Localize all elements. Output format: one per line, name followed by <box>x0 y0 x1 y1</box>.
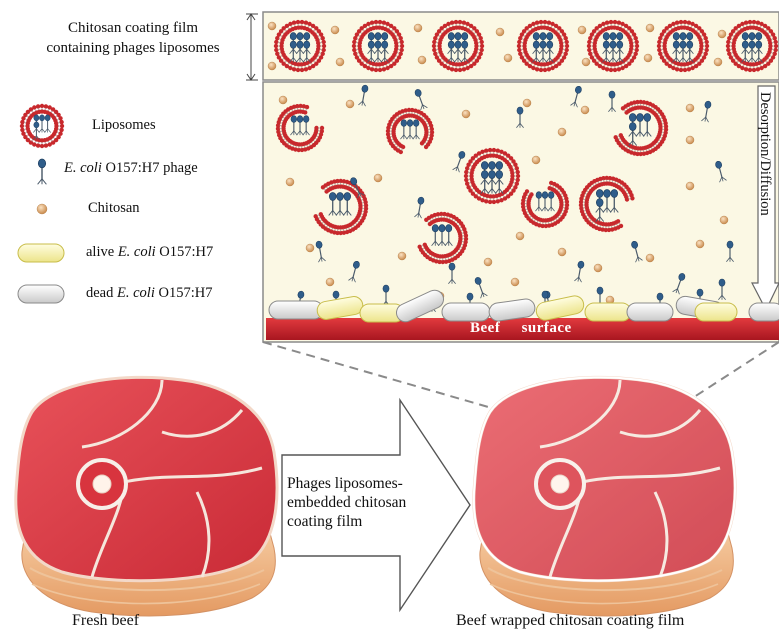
liposome <box>20 104 64 148</box>
liposome <box>464 148 520 204</box>
legend-phage: E. coli O157:H7 phage <box>64 160 198 177</box>
chitosan-particle <box>462 110 470 118</box>
dead-bacterium <box>442 303 490 321</box>
chitosan-particle <box>496 28 504 36</box>
chitosan-particle <box>286 178 294 186</box>
desorption-label: Desorption/Diffusion <box>756 92 773 216</box>
dead-bacterium <box>627 303 673 321</box>
liposome <box>657 20 709 72</box>
alive-bacterium <box>585 303 631 321</box>
chitosan-particle <box>718 30 726 38</box>
dead-bacterium <box>269 301 323 319</box>
chitosan-particle <box>279 96 287 104</box>
chitosan-particle <box>578 26 586 34</box>
chitosan-particle <box>484 258 492 266</box>
process-arrow-label: Phages liposomes- embedded chitosan coat… <box>287 474 407 531</box>
liposome <box>517 20 569 72</box>
chitosan-particle <box>516 232 524 240</box>
chitosan-particle <box>686 104 694 112</box>
chitosan-particle <box>644 54 652 62</box>
legend-dead-strain: O157:H7 <box>155 285 213 301</box>
legend-dead: dead E. coli O157:H7 <box>86 285 212 302</box>
process-arrow-line-3: coating film <box>287 512 407 531</box>
legend-chitosan: Chitosan <box>88 200 140 217</box>
liposome <box>274 20 326 72</box>
chitosan-particle <box>686 136 694 144</box>
liposome <box>726 20 778 72</box>
chitosan-particle <box>558 248 566 256</box>
dead-bacterium <box>18 285 64 303</box>
process-arrow-line-2: embedded chitosan <box>287 493 407 512</box>
legend-alive-strain: O157:H7 <box>156 244 214 260</box>
chitosan-particle <box>374 174 382 182</box>
legend-liposomes: Liposomes <box>92 117 156 134</box>
liposome <box>352 20 404 72</box>
dead-bacterium <box>749 303 779 321</box>
chitosan-particle <box>37 204 47 214</box>
wrapped-beef-image <box>474 377 735 616</box>
chitosan-particle <box>306 244 314 252</box>
film-label-line-1: Chitosan coating film <box>8 18 258 38</box>
chitosan-particle <box>646 254 654 262</box>
legend-phage-strain: O157:H7 phage <box>102 160 198 176</box>
chitosan-particle <box>414 24 422 32</box>
chitosan-particle <box>594 264 602 272</box>
chitosan-particle <box>646 24 654 32</box>
legend-alive-species: E. coli <box>118 244 156 260</box>
chitosan-particle <box>326 278 334 286</box>
caption-fresh-beef: Fresh beef <box>72 612 139 630</box>
chitosan-particle <box>511 278 519 286</box>
chitosan-particle <box>558 128 566 136</box>
process-arrow-line-1: Phages liposomes- <box>287 474 407 493</box>
chitosan-particle <box>581 106 589 114</box>
alive-bacterium <box>695 303 737 321</box>
chitosan-particle <box>696 240 704 248</box>
chitosan-particle <box>418 56 426 64</box>
chitosan-particle <box>582 58 590 66</box>
fresh-beef-image <box>16 377 277 616</box>
chitosan-particle <box>268 62 276 70</box>
chitosan-particle <box>504 54 512 62</box>
legend-dead-prefix: dead <box>86 285 117 301</box>
chitosan-particle <box>720 216 728 224</box>
phage-particle <box>45 115 51 133</box>
chitosan-particle <box>398 252 406 260</box>
chitosan-particle <box>523 99 531 107</box>
chitosan-particle <box>714 58 722 66</box>
chitosan-particle <box>336 58 344 66</box>
chitosan-particle <box>532 156 540 164</box>
phage-particle <box>38 159 47 184</box>
legend-alive: alive E. coli O157:H7 <box>86 244 213 261</box>
legend-dead-species: E. coli <box>117 285 155 301</box>
liposome <box>587 20 639 72</box>
alive-bacterium <box>18 244 64 262</box>
film-label-line-2: containing phages liposomes <box>8 38 258 58</box>
legend-alive-prefix: alive <box>86 244 118 260</box>
caption-wrapped-beef: Beef wrapped chitosan coating film <box>456 612 684 630</box>
beef-surface-label: Beef surface <box>470 320 572 337</box>
chitosan-particle <box>331 26 339 34</box>
film-label: Chitosan coating film containing phages … <box>8 18 258 58</box>
legend-phage-species: E. coli <box>64 160 102 176</box>
chitosan-particle <box>268 22 276 30</box>
chitosan-particle <box>686 182 694 190</box>
liposome <box>432 20 484 72</box>
chitosan-particle <box>346 100 354 108</box>
phage-particle <box>39 115 45 133</box>
